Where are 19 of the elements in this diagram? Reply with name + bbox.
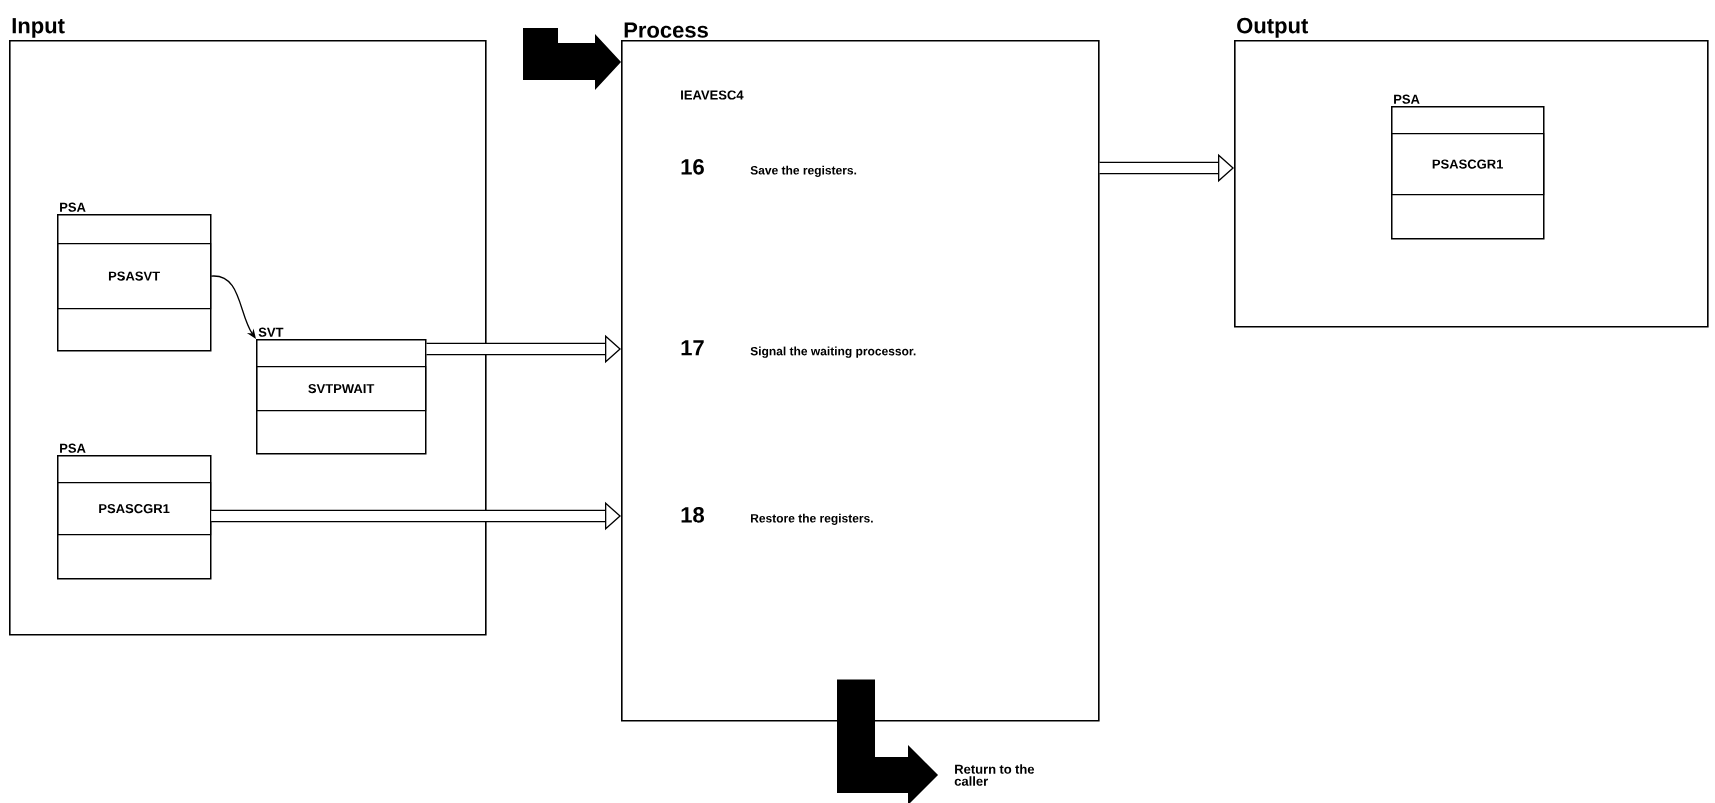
step-text: 17 Signal the waiting processor. [681,340,916,358]
step-text: 16 Save the registers. [681,159,857,177]
caption-text: Return to the caller [954,764,1035,786]
field-cell: PSASCGR1 [1391,133,1545,196]
node-label: Output [1237,17,1309,38]
node-label: Input [12,18,65,38]
node-label: Process [624,22,708,38]
curved-arrow [210,275,256,339]
module-name: IEAVESC4 [681,90,744,100]
node-label: PSA [60,443,86,453]
node-label: PSA [60,202,86,212]
block-arrow [523,28,621,90]
block-arrow [837,679,938,803]
field-cell: PSASVT [57,243,212,310]
node-label: SVT [258,327,284,337]
step-text: 18 Restore the registers. [681,507,873,525]
node-label: PSA [1394,94,1420,104]
field-cell: SVTPWAIT [256,366,427,412]
field-cell: PSASCGR1 [57,482,212,536]
